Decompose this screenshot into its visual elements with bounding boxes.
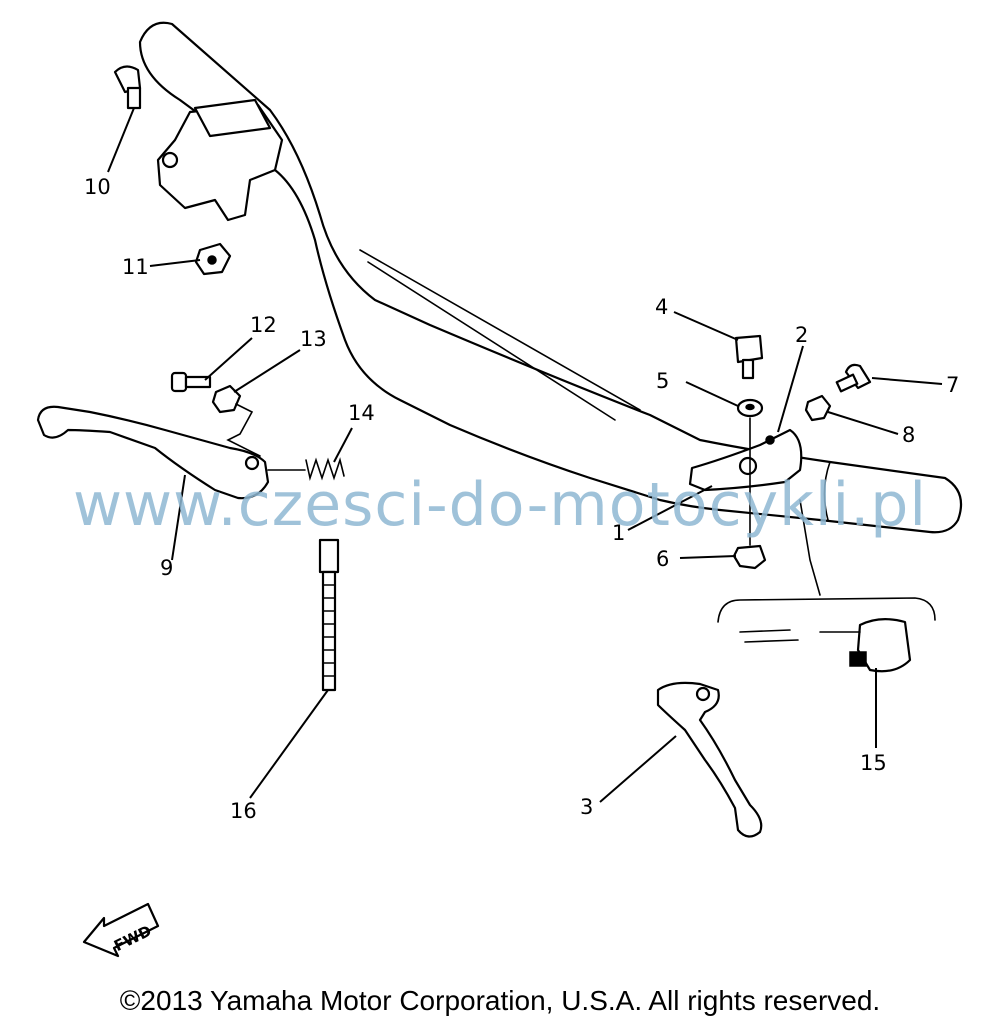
part-12-bolt	[170, 371, 212, 393]
handlebar	[138, 21, 963, 534]
part-15-switch	[739, 618, 912, 673]
part-1-2-lever-bracket	[688, 428, 803, 492]
callout-6: 6	[656, 547, 669, 571]
copyright-notice: ©2013 Yamaha Motor Corporation, U.S.A. A…	[119, 985, 881, 1016]
callout-10: 10	[84, 175, 111, 199]
part-3-lever	[656, 681, 763, 838]
leader-lines	[107, 107, 943, 803]
part-10-bolt	[113, 65, 142, 110]
callout-14: 14	[348, 401, 375, 425]
part-6-nut	[732, 544, 767, 570]
fwd-arrow: FWD	[82, 902, 160, 958]
callout-1: 1	[612, 521, 625, 545]
callout-9: 9	[160, 556, 173, 580]
part-13-nut	[211, 384, 242, 414]
part-14-spring	[267, 457, 345, 481]
callout-4: 4	[655, 295, 668, 319]
part-5-washer	[736, 398, 764, 418]
part-4-bolt	[734, 334, 764, 380]
assembly-line-12-13	[226, 403, 261, 457]
wire-to-switch	[799, 499, 821, 596]
part-16-cable-tie	[318, 538, 340, 692]
master-cylinder	[156, 98, 284, 222]
callout-15: 15	[860, 751, 887, 775]
part-9-lever	[36, 405, 270, 500]
part-8-nut	[804, 394, 832, 422]
callout-5: 5	[656, 369, 669, 393]
callout-11: 11	[122, 255, 149, 279]
callout-16: 16	[230, 799, 257, 823]
callout-7: 7	[946, 373, 959, 397]
callout-3: 3	[580, 795, 593, 819]
part-11-nut	[194, 242, 232, 276]
part-7-screw	[835, 363, 872, 393]
callout-8: 8	[902, 423, 915, 447]
callout-13: 13	[300, 327, 327, 351]
callout-12: 12	[250, 313, 277, 337]
switch-group-bracket	[717, 597, 936, 623]
callout-2: 2	[795, 323, 808, 347]
